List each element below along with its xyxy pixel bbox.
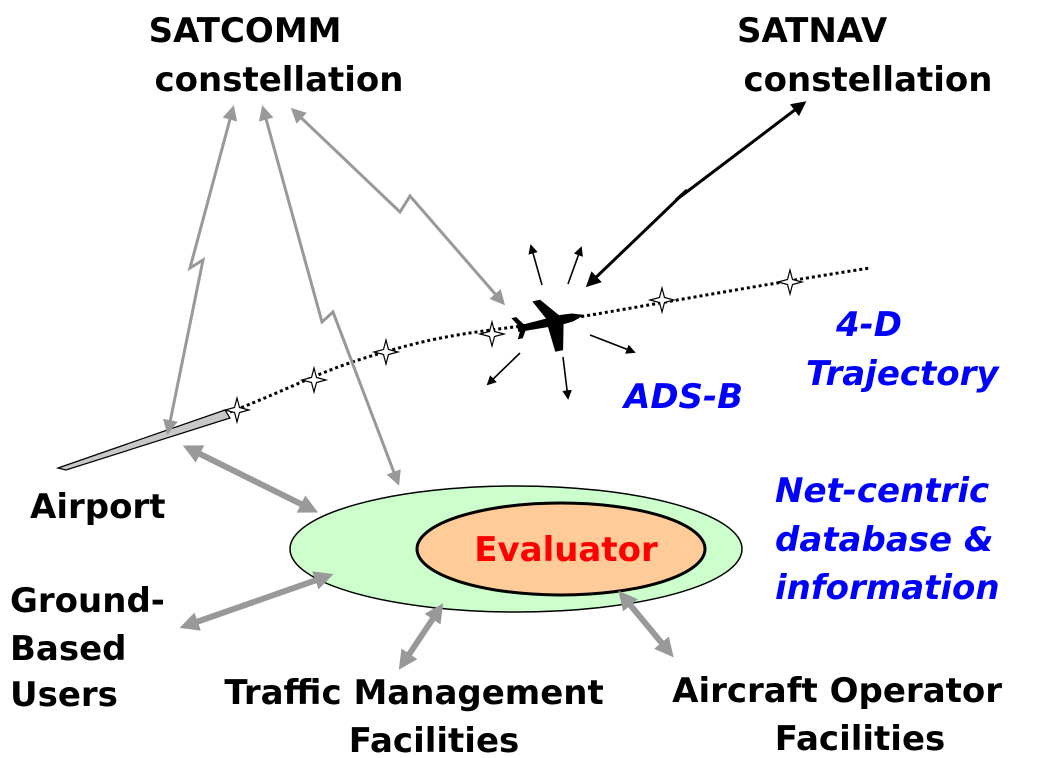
adsb-label: ADS-B: [621, 377, 743, 417]
airport-label: Airport: [30, 487, 165, 527]
evaluator-ellipse: [415, 501, 707, 597]
traffic-link-arrow: [398, 603, 444, 670]
waypoint-star-icon: [777, 269, 803, 295]
operator-label: Aircraft Operator Facilities: [672, 671, 1014, 758]
ground-users-label: Ground- Based Users: [10, 581, 177, 715]
operator-link-arrow: [618, 590, 674, 658]
waypoint-star-icon: [301, 367, 327, 393]
airport-link-arrow: [182, 445, 319, 513]
adsb-broadcast-arrows: [486, 244, 636, 400]
satcomm-aircraft-link: [290, 107, 505, 306]
satcomm-label: SATCOMM constellation: [149, 11, 404, 100]
netcentric-label: Net-centric database & information: [775, 471, 1005, 608]
aircraft-icon: [511, 299, 585, 352]
trajectory-label: 4-D Trajectory: [806, 305, 1000, 394]
satcomm-airport-link: [163, 105, 238, 435]
ground-users-link-arrow: [179, 571, 334, 631]
waypoint-star-icon: [373, 339, 399, 365]
trajectory-path: [229, 266, 871, 414]
satnav-aircraft-link: [585, 101, 807, 288]
evaluator-label: Evaluator: [474, 530, 658, 570]
traffic-label: Traffic Management Facilities: [224, 673, 615, 758]
runway-icon: [55, 409, 231, 471]
waypoint-star-icon: [479, 321, 505, 347]
waypoint-star-icon: [649, 287, 675, 313]
satcomm-evaluator-link: [258, 105, 401, 486]
satnav-label: SATNAV constellation: [737, 11, 992, 100]
